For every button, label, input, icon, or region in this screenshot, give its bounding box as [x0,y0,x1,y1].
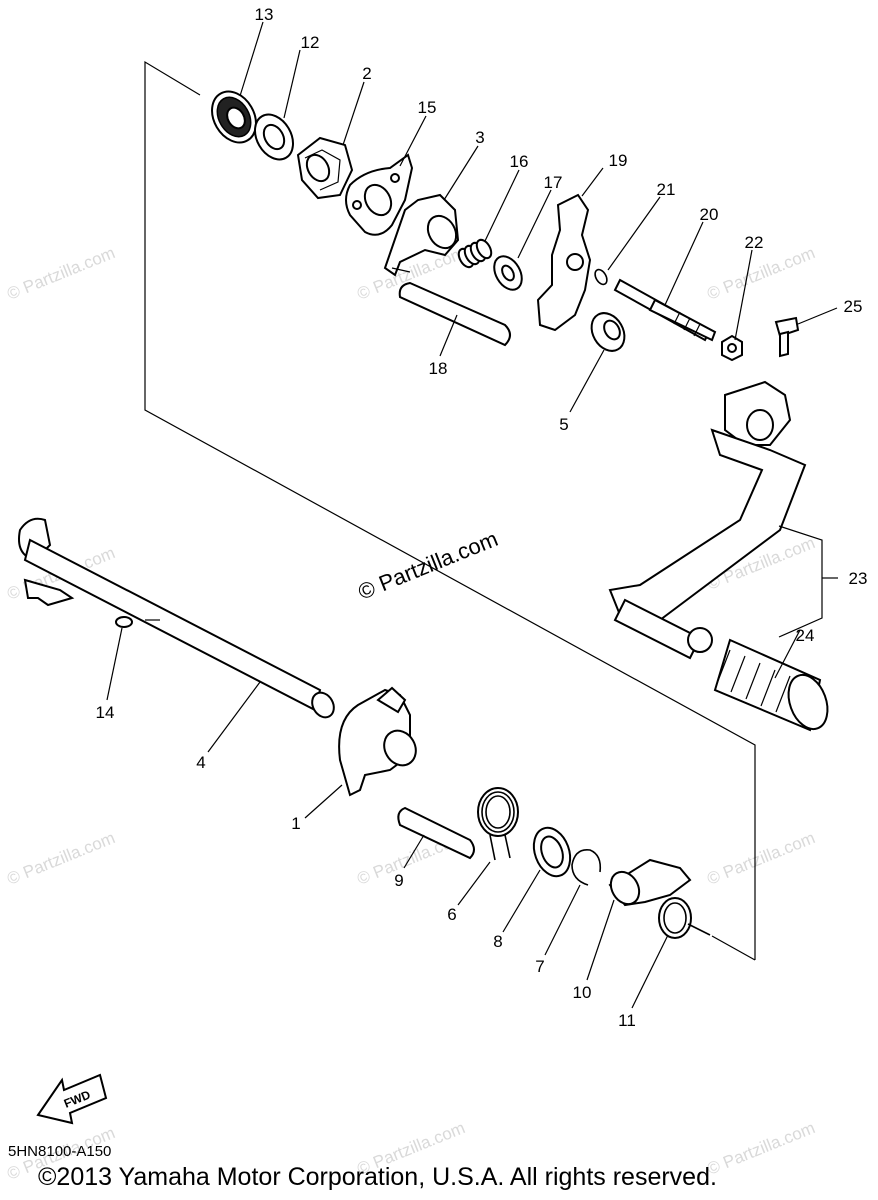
fwd-arrow-icon: FWD [36,1073,108,1125]
callout-17: 17 [544,173,563,192]
callout-labels: 13 12 2 15 3 16 17 19 21 20 22 25 18 5 2… [96,5,868,1030]
part-11-spring [658,897,711,939]
watermark: © Partzilla.com [4,243,117,304]
part-3-shift-arm [383,193,460,277]
assembly-frame [144,60,756,961]
copyright-notice: ©2013 Yamaha Motor Corporation, U.S.A. A… [38,1163,717,1191]
watermark: © Partzilla.com [704,243,817,304]
part-13-bearing [211,90,257,144]
part-10-collar [608,858,692,907]
callout-12: 12 [301,33,320,52]
callout-18: 18 [429,359,448,378]
callout-19: 19 [609,151,628,170]
callout-21: 21 [657,180,676,199]
part-25-bolt [774,316,800,358]
watermark: © Partzilla.com [704,1118,817,1179]
part-5-oil-seal [590,312,626,352]
part-22-nut [721,334,743,362]
part-23-shift-pedal [608,380,807,660]
part-19-lever [536,193,592,332]
watermark: © Partzilla.com [704,828,817,889]
part-8-washer [532,826,572,878]
part-9-pin [397,806,475,860]
callout-16: 16 [510,152,529,171]
part-21-circlip [594,268,608,286]
callout-9: 9 [394,871,403,890]
callout-10: 10 [573,983,592,1002]
part-20-shaft [613,278,717,342]
callout-3: 3 [475,128,484,147]
part-17-washer [493,255,523,291]
callout-6: 6 [447,905,456,924]
callout-11: 11 [618,1011,636,1030]
part-1-shift-arm [338,686,417,797]
callout-22: 22 [745,233,764,252]
callout-25: 25 [844,297,863,316]
part-16-spring [457,238,493,269]
callout-20: 20 [700,205,719,224]
part-18-pin [398,281,511,347]
callout-2: 2 [362,64,371,83]
part-4-shift-shaft [18,517,335,719]
callout-7: 7 [535,957,544,976]
callout-24: 24 [796,626,815,645]
part-7-circlip [571,848,602,886]
leader-lines [106,21,838,1009]
callout-8: 8 [493,932,502,951]
callout-4: 4 [196,753,205,772]
callout-13: 13 [255,5,274,24]
watermark: © Partzilla.com [4,828,117,889]
watermark-grid: © Partzilla.com © Partzilla.com © Partzi… [4,243,817,1184]
part-12-washer [254,113,294,161]
part-24-rubber [713,638,829,732]
callout-1: 1 [291,814,300,833]
callout-14: 14 [96,703,115,722]
part-15-plate [345,153,414,236]
callout-23: 23 [849,569,868,588]
callout-15: 15 [418,98,437,117]
part-14-dowel [115,616,160,628]
part-2-segment [296,136,354,200]
part-6-spring [477,787,519,861]
diagram-code: 5HN8100-A150 [8,1143,112,1160]
callout-5: 5 [559,415,568,434]
